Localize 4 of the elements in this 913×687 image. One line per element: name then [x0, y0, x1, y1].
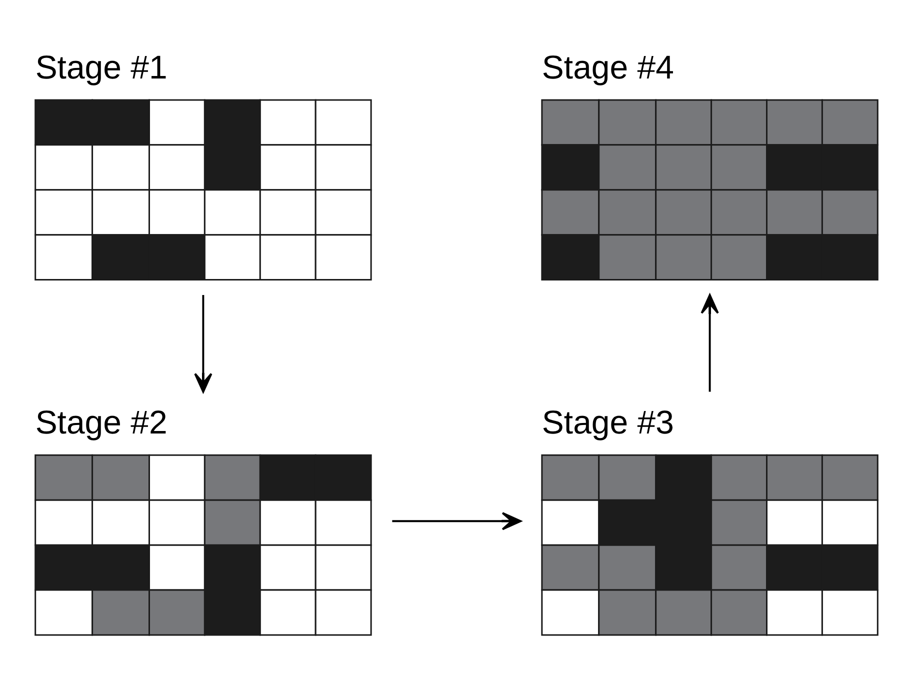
node-label: Stage #4: [542, 48, 674, 86]
node-label: Stage #1: [35, 48, 168, 86]
node-text: Stage #3: [542, 404, 674, 441]
node-text: Stage #2: [35, 404, 168, 441]
